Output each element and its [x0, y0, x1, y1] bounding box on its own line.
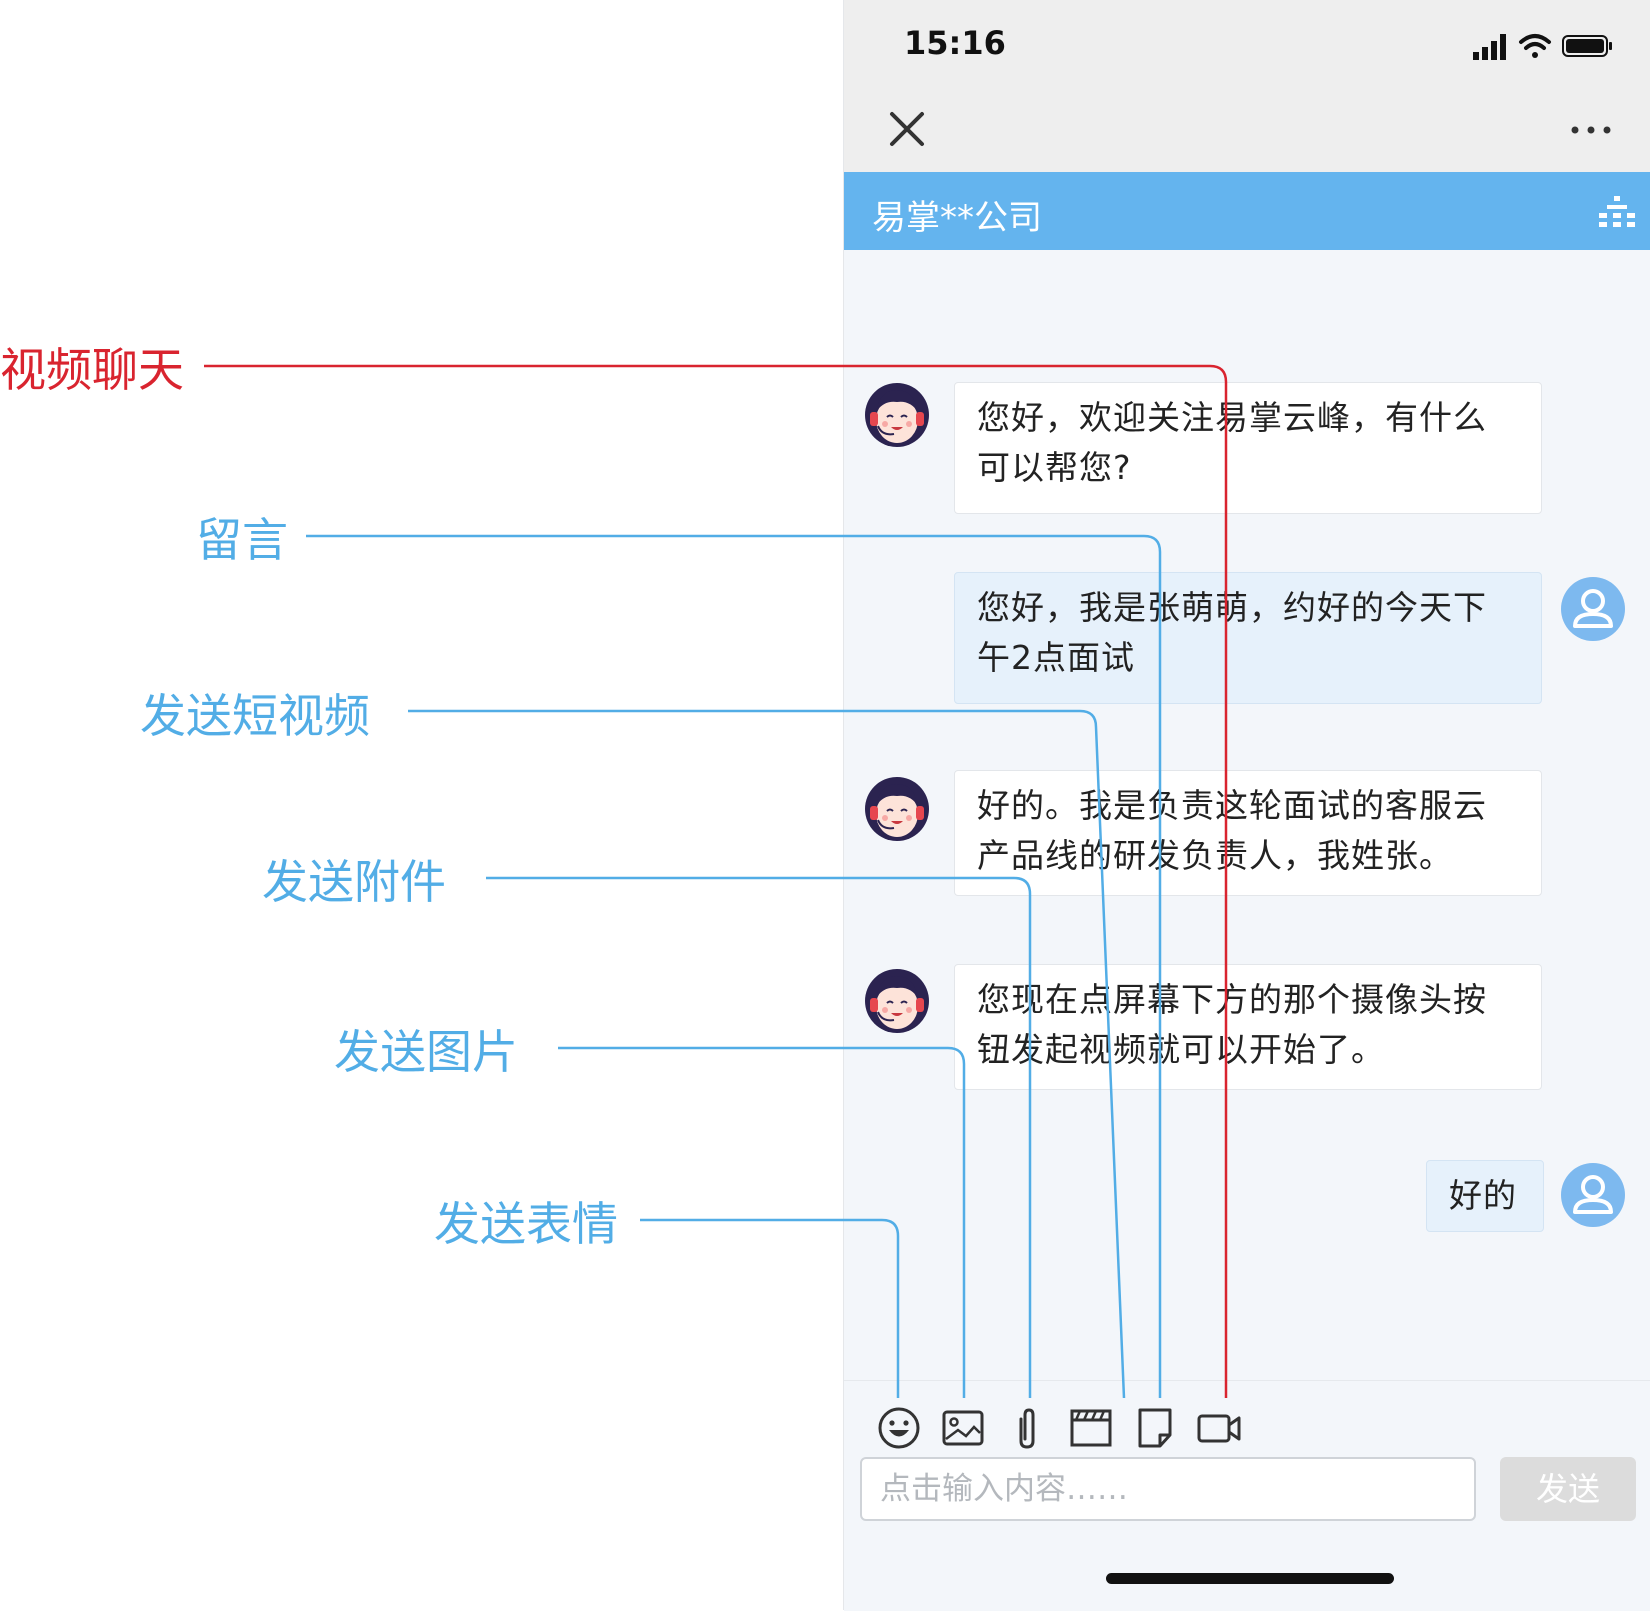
agent-avatar	[865, 969, 929, 1033]
callout-emoji: 发送表情	[434, 1197, 618, 1251]
message-bubble: 好的	[1426, 1160, 1544, 1232]
home-indicator	[1106, 1573, 1394, 1584]
callout-video-chat: 视频聊天	[0, 343, 184, 397]
phone-screen: 15:16	[843, 0, 1650, 1611]
callout-message: 留言	[196, 513, 288, 567]
signal-icon	[1473, 34, 1506, 60]
emoji-icon[interactable]	[876, 1405, 922, 1451]
message-bubble: 您现在点屏幕下方的那个摄像头按钮发起视频就可以开始了。	[954, 964, 1542, 1090]
message-bubble: 您好，我是张萌萌，约好的今天下午2点面试	[954, 572, 1542, 704]
message-input[interactable]	[860, 1457, 1476, 1521]
image-icon[interactable]	[940, 1405, 986, 1451]
note-icon[interactable]	[1132, 1405, 1178, 1451]
user-avatar	[1561, 577, 1625, 641]
callout-image: 发送图片	[334, 1025, 518, 1079]
close-icon[interactable]	[886, 108, 928, 150]
status-time: 15:16	[904, 24, 1006, 62]
agent-avatar	[865, 777, 929, 841]
chat-title: 易掌**公司	[872, 198, 1042, 238]
clapperboard-icon[interactable]	[1068, 1405, 1114, 1451]
status-bar: 15:16	[844, 0, 1650, 90]
message-bubble: 好的。我是负责这轮面试的客服云产品线的研发负责人，我姓张。	[954, 770, 1542, 896]
callout-attachment: 发送附件	[262, 855, 446, 909]
message-bubble: 您好，欢迎关注易掌云峰，有什么可以帮您?	[954, 382, 1542, 514]
video-camera-icon[interactable]	[1196, 1405, 1242, 1451]
more-icon[interactable]	[1569, 120, 1613, 140]
status-icons	[1473, 34, 1612, 60]
agent-avatar	[865, 383, 929, 447]
wifi-icon	[1519, 34, 1551, 58]
user-avatar	[1561, 1163, 1625, 1227]
paperclip-icon[interactable]	[1004, 1405, 1050, 1451]
chat-header: 易掌**公司	[844, 172, 1650, 250]
send-button[interactable]: 发送	[1500, 1457, 1636, 1521]
org-chart-icon[interactable]	[1597, 194, 1637, 228]
composer-toolbar: 发送	[844, 1380, 1650, 1611]
battery-icon	[1562, 35, 1612, 57]
nav-bar	[844, 90, 1650, 172]
callout-short-video: 发送短视频	[140, 689, 370, 743]
